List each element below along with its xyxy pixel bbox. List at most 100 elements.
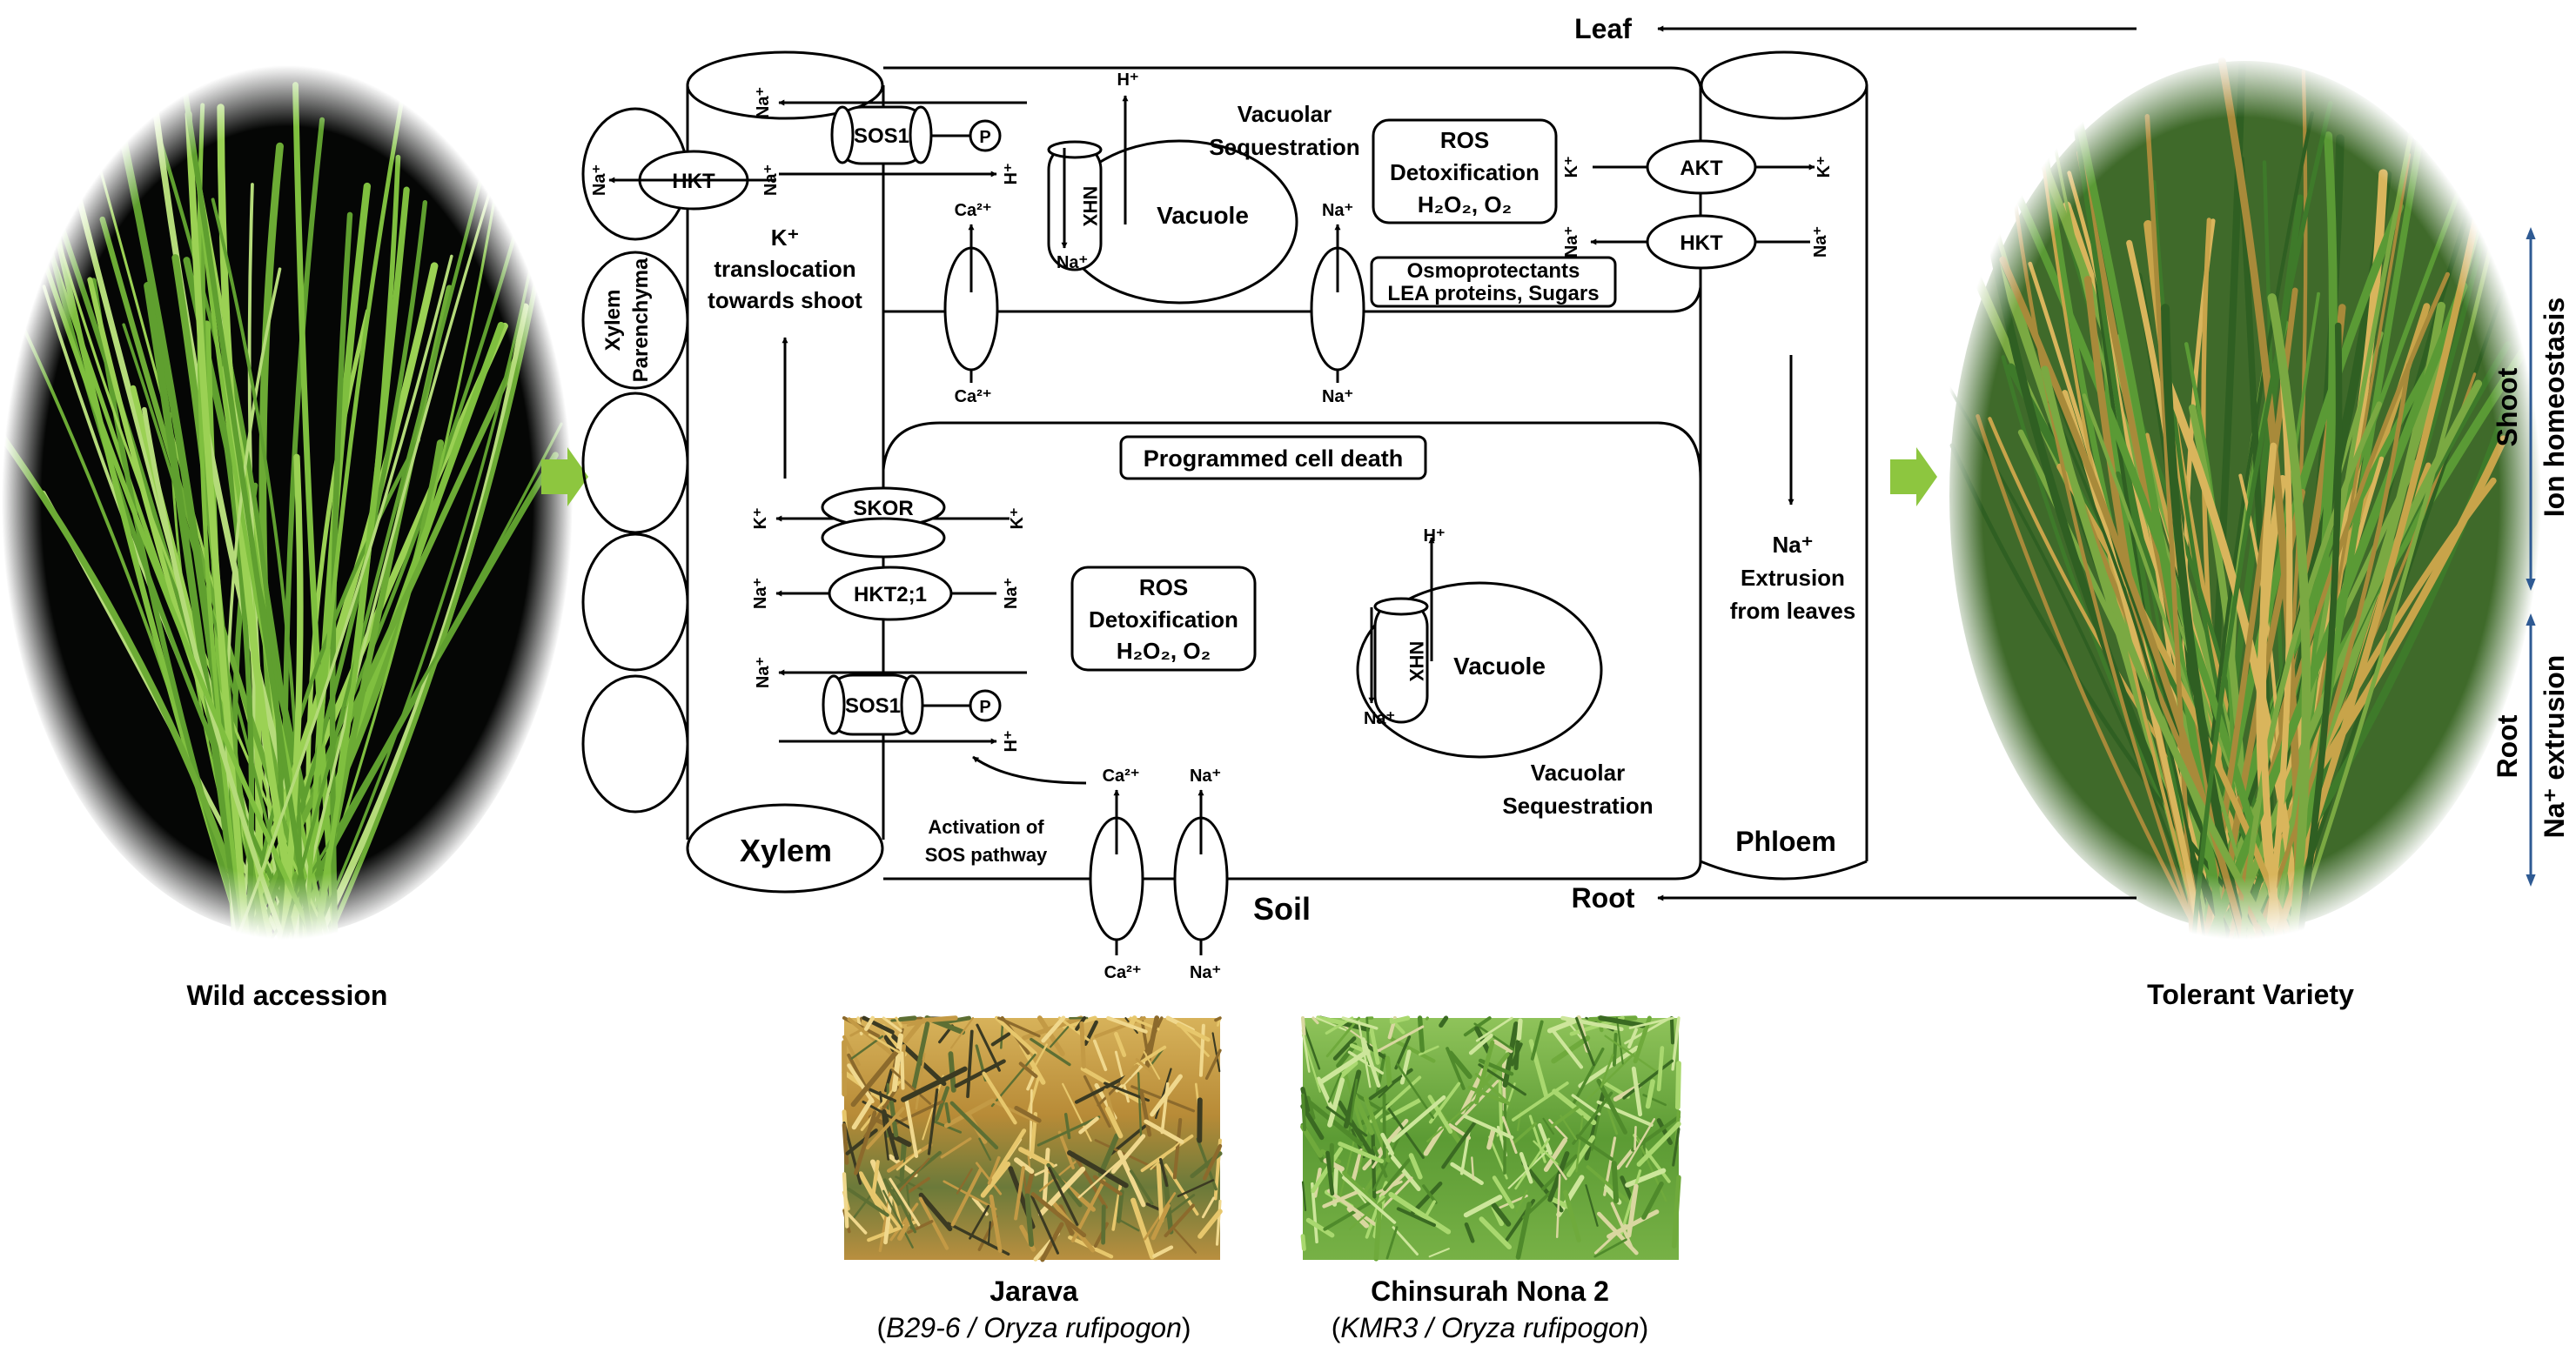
photo-texture-stroke bbox=[1473, 1040, 1495, 1105]
ion-na-sos1-root: Na⁺ bbox=[754, 657, 773, 688]
photo-texture-stroke bbox=[987, 1155, 1001, 1185]
photo-texture-stroke bbox=[1572, 1091, 1613, 1145]
photo-texture-stroke bbox=[1550, 1105, 1580, 1128]
photo-texture-stroke bbox=[1575, 1016, 1595, 1067]
photo-texture-stroke bbox=[1029, 1088, 1033, 1159]
ion-na-hkt-right: Na⁺ bbox=[761, 164, 781, 196]
photo-texture-stroke bbox=[948, 1051, 956, 1093]
ros-box-root bbox=[1070, 566, 1257, 672]
root-label: Root bbox=[1572, 882, 1635, 914]
photo-texture-stroke bbox=[1341, 1175, 1397, 1224]
photo-texture-stroke bbox=[978, 1137, 992, 1162]
photo-texture-stroke bbox=[882, 1189, 914, 1249]
photo-texture-stroke bbox=[1656, 1046, 1665, 1092]
photo-texture-stroke bbox=[1369, 1028, 1380, 1065]
photo-texture-stroke bbox=[1097, 1133, 1120, 1177]
photo-texture-stroke bbox=[1552, 1029, 1584, 1069]
photo-texture-stroke bbox=[1427, 1095, 1453, 1134]
photo-texture-stroke bbox=[1519, 1152, 1533, 1184]
photo-texture-stroke bbox=[1063, 1113, 1071, 1140]
photo-texture-stroke bbox=[1172, 1118, 1183, 1180]
photo-texture-stroke bbox=[1074, 1073, 1131, 1104]
photo-texture-stroke bbox=[1336, 1042, 1358, 1068]
photo-texture-stroke bbox=[1201, 1196, 1216, 1219]
photo-texture-stroke bbox=[1464, 1222, 1475, 1243]
photo-texture-stroke bbox=[1300, 1124, 1323, 1158]
photo-texture-stroke bbox=[1215, 1199, 1222, 1246]
photo-texture-stroke bbox=[1351, 1148, 1364, 1182]
photo-texture-stroke bbox=[1014, 1157, 1035, 1175]
photo-texture-stroke bbox=[1379, 1097, 1423, 1123]
photo-texture-stroke bbox=[1352, 1091, 1397, 1121]
photo-texture-stroke bbox=[1625, 1168, 1667, 1188]
photo-texture-stroke bbox=[851, 1097, 874, 1130]
photo-texture-stroke bbox=[1516, 1018, 1523, 1041]
photo-texture-stroke bbox=[896, 1157, 930, 1194]
root-vacuole-label: Vacuole bbox=[1453, 653, 1546, 680]
root-ros-1: ROS bbox=[1139, 574, 1188, 600]
photo-texture-stroke bbox=[1348, 1196, 1386, 1230]
p-shoot-label: P bbox=[979, 128, 990, 147]
leaf-blade bbox=[2190, 100, 2333, 942]
photo-texture-stroke bbox=[1575, 1134, 1614, 1162]
leaf-blade bbox=[2267, 293, 2311, 945]
photo-texture-stroke bbox=[862, 1100, 913, 1130]
photo-texture-stroke bbox=[956, 1168, 973, 1195]
photo-texture-stroke bbox=[847, 1188, 889, 1217]
photo-texture-stroke bbox=[1408, 1153, 1423, 1180]
leaf-label: Leaf bbox=[1574, 13, 1632, 44]
photo-texture-stroke bbox=[1062, 1082, 1092, 1142]
photo-texture-stroke bbox=[1018, 1061, 1038, 1079]
hkt-label: HKT bbox=[672, 170, 715, 193]
k-trans-3: towards shoot bbox=[708, 287, 862, 313]
xylem-parenchyma-label-2: Parenchyma bbox=[629, 258, 653, 382]
ion-h-nhx-root: H⁺ bbox=[1424, 526, 1446, 546]
phloem-bottom bbox=[1700, 860, 1868, 881]
photo-texture-stroke bbox=[1542, 1117, 1555, 1135]
photo-texture-stroke bbox=[1671, 1175, 1681, 1249]
photo-texture-stroke bbox=[1322, 1188, 1365, 1209]
photo-texture-stroke bbox=[1198, 1023, 1205, 1077]
skor-label: SKOR bbox=[853, 497, 913, 520]
shoot-vacuole-label: Vacuole bbox=[1157, 202, 1249, 229]
photo-texture-stroke bbox=[1106, 1015, 1148, 1034]
photo-texture-stroke bbox=[1642, 1094, 1667, 1107]
xp-cell-4 bbox=[581, 532, 689, 672]
photo-texture-stroke bbox=[943, 1098, 996, 1128]
photo-texture-stroke bbox=[1530, 1020, 1544, 1061]
leaf-blade bbox=[184, 110, 251, 943]
ion-na-hkt21-left: Na⁺ bbox=[751, 578, 770, 609]
photo-texture-stroke bbox=[989, 1194, 1003, 1253]
photo-texture-stroke bbox=[1394, 1035, 1412, 1070]
photo-texture-stroke bbox=[1311, 1182, 1318, 1244]
pcd-box bbox=[1119, 435, 1427, 480]
photo-texture-stroke bbox=[927, 1088, 939, 1155]
photo-texture-stroke bbox=[1036, 1115, 1101, 1147]
photo-texture-stroke bbox=[1077, 1153, 1129, 1199]
photo-texture-stroke bbox=[935, 1086, 949, 1122]
photo-texture-stroke bbox=[1164, 1203, 1195, 1238]
photo-texture-stroke bbox=[1425, 1016, 1429, 1021]
ion-na-shoot-top: Na⁺ bbox=[1322, 201, 1353, 220]
photo-texture-stroke bbox=[1547, 1151, 1570, 1202]
photo-texture-stroke bbox=[1130, 1169, 1154, 1206]
photo-texture-stroke bbox=[1474, 1026, 1492, 1055]
photo-texture-stroke bbox=[1318, 1048, 1371, 1085]
photo-texture-stroke bbox=[1116, 1189, 1124, 1223]
photo-texture-stroke bbox=[1543, 1137, 1567, 1172]
photo-texture-stroke bbox=[1645, 1079, 1655, 1109]
photo-texture-stroke bbox=[1380, 1132, 1394, 1156]
leaf-blade bbox=[2003, 131, 2200, 942]
photo-texture-stroke bbox=[1596, 1100, 1654, 1127]
photo-texture-stroke bbox=[1030, 1043, 1049, 1074]
na-extrusion-side-label: Na⁺ extrusion bbox=[2539, 655, 2570, 839]
leaf-blade bbox=[195, 175, 331, 942]
leaf-blade bbox=[292, 76, 527, 941]
shoot-side-label: Shoot bbox=[2492, 367, 2523, 446]
sos1-root-label: SOS1 bbox=[845, 694, 901, 718]
photo-texture-stroke bbox=[1383, 1158, 1411, 1191]
root-vac-seq-2: Sequestration bbox=[1502, 793, 1653, 819]
photo-texture-stroke bbox=[907, 1176, 930, 1194]
photo-texture-stroke bbox=[870, 1160, 880, 1200]
photo-texture-stroke bbox=[1030, 1195, 1059, 1255]
